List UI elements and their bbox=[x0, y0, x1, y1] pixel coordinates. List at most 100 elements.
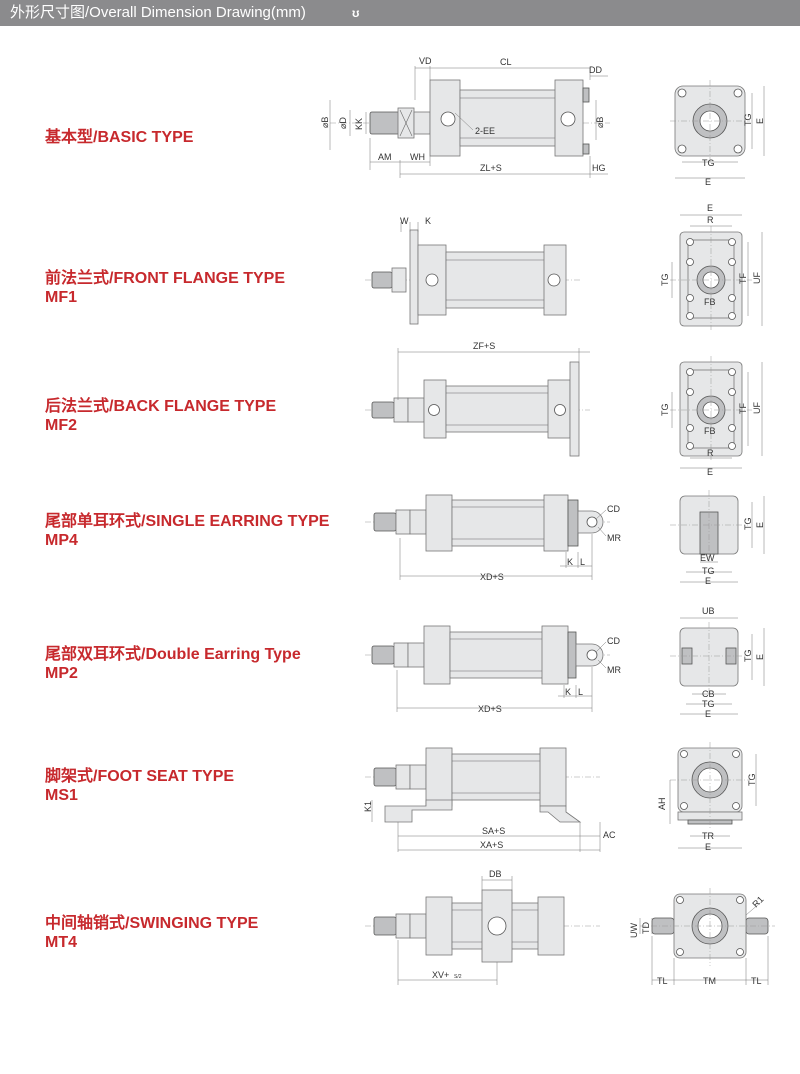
dim-tl-right: TL bbox=[751, 976, 762, 986]
section-code: MP4 bbox=[45, 532, 78, 549]
dim-tl-left: TL bbox=[657, 976, 668, 986]
header-mark-icon: ʊ bbox=[352, 6, 360, 20]
dim-uw: UW bbox=[629, 923, 639, 938]
dim-ub: UB bbox=[702, 606, 715, 616]
header-title: 外形尺寸图/Overall Dimension Drawing(mm) bbox=[10, 4, 306, 21]
section-title: 中间轴销式/SWINGING TYPE bbox=[45, 915, 259, 932]
section-title: 尾部双耳环式/Double Earring Type bbox=[45, 646, 301, 663]
mp4-side-view: CD MR K L XD+S bbox=[365, 494, 621, 582]
mf1-end-view: E R TG TF UF FB bbox=[660, 203, 763, 330]
ms1-side-view: K1 SA+S AC XA+S bbox=[363, 747, 616, 852]
dim-dd: DD bbox=[589, 65, 602, 75]
dim-w: W bbox=[400, 216, 409, 226]
dim-xd: XD+S bbox=[478, 704, 502, 714]
dim-xd: XD+S bbox=[480, 572, 504, 582]
dim-tg-h: TG bbox=[702, 566, 715, 576]
dim-l: L bbox=[578, 687, 583, 697]
dim-ee: 2-EE bbox=[475, 126, 495, 136]
mt4-side-view: DB XV+ S/2 bbox=[365, 869, 600, 985]
dim-tg-h: TG bbox=[702, 158, 715, 168]
dim-ah: AH bbox=[657, 797, 667, 810]
dim-zl: ZL+S bbox=[480, 163, 502, 173]
section-title: 脚架式/FOOT SEAT TYPE bbox=[45, 768, 235, 785]
dim-b: ⌀B bbox=[320, 117, 330, 128]
mf1-side-view: W K bbox=[365, 216, 580, 325]
section-label-mp2: 尾部双耳环式/Double Earring Type MP2 bbox=[45, 645, 301, 683]
dim-e-h: E bbox=[705, 576, 711, 586]
mf2-end-view: TG TF UF FB R E bbox=[660, 356, 763, 477]
dim-tg-v: TG bbox=[743, 114, 753, 127]
mp2-side-view: CD MR K L XD+S bbox=[365, 625, 621, 714]
dim-xv-sub: S/2 bbox=[454, 974, 462, 980]
dim-k: K bbox=[565, 687, 571, 697]
section-label-basic: 基本型/BASIC TYPE bbox=[45, 128, 193, 147]
mt4-end-view: UW TD R1 TL TM TL bbox=[629, 888, 775, 986]
dim-hg: HG bbox=[592, 163, 606, 173]
dim-tg-v: TG bbox=[743, 650, 753, 663]
dim-l: L bbox=[580, 557, 585, 567]
dim-uf: UF bbox=[752, 272, 762, 284]
dim-e: E bbox=[707, 467, 713, 477]
dim-tr: TR bbox=[702, 831, 714, 841]
dim-db: DB bbox=[489, 869, 502, 879]
ms1-end-view: AH TG TR E bbox=[657, 742, 757, 852]
dim-zf: ZF+S bbox=[473, 341, 495, 351]
dim-mr: MR bbox=[607, 665, 621, 675]
dim-fb: FB bbox=[704, 426, 716, 436]
section-label-mf1: 前法兰式/FRONT FLANGE TYPE MF1 bbox=[45, 269, 285, 307]
dim-ac: AC bbox=[603, 830, 616, 840]
dim-e-h: E bbox=[705, 177, 711, 187]
dim-fb: FB bbox=[704, 297, 716, 307]
section-label-mf2: 后法兰式/BACK FLANGE TYPE MF2 bbox=[45, 397, 276, 435]
dim-cd: CD bbox=[607, 504, 620, 514]
dim-tm: TM bbox=[703, 976, 716, 986]
section-code: MF1 bbox=[45, 289, 77, 306]
dim-tg: TG bbox=[747, 774, 757, 787]
dim-tf: TF bbox=[738, 403, 748, 414]
dim-r1: R1 bbox=[750, 894, 765, 909]
dim-k: K bbox=[425, 216, 431, 226]
basic-side-view: VD CL DD ⌀B ⌀D KK 2-EE ⌀B AM WH ZL+S HG bbox=[320, 56, 610, 178]
mp2-end-view: UB TG E CB TG E bbox=[670, 606, 765, 719]
section-title: 基本型/BASIC TYPE bbox=[45, 129, 194, 146]
dim-cl: CL bbox=[500, 57, 512, 67]
dim-e-v: E bbox=[755, 522, 765, 528]
dim-cb: CB bbox=[702, 689, 715, 699]
section-title: 尾部单耳环式/SINGLE EARRING TYPE bbox=[45, 513, 330, 530]
dim-am: AM bbox=[378, 152, 392, 162]
dim-tg: TG bbox=[660, 404, 670, 417]
mp4-end-view: TG E EW TG E bbox=[670, 490, 765, 586]
page-header: 外形尺寸图/Overall Dimension Drawing(mm) ʊ bbox=[0, 0, 800, 26]
dim-tf: TF bbox=[738, 273, 748, 284]
section-code: MF2 bbox=[45, 417, 77, 434]
dim-cd: CD bbox=[607, 636, 620, 646]
dim-tg: TG bbox=[660, 274, 670, 287]
dim-r: R bbox=[707, 215, 714, 225]
dim-e-v: E bbox=[755, 118, 765, 124]
basic-end-view: TG E TG E bbox=[670, 80, 765, 187]
dim-xv: XV+ bbox=[432, 970, 449, 980]
section-code: MP2 bbox=[45, 665, 78, 682]
dim-b-rear: ⌀B bbox=[595, 117, 605, 128]
dim-e-v: E bbox=[755, 654, 765, 660]
section-label-ms1: 脚架式/FOOT SEAT TYPE MS1 bbox=[45, 767, 234, 805]
dim-k1: K1 bbox=[363, 801, 373, 812]
dim-d: ⌀D bbox=[338, 117, 348, 129]
section-code: MS1 bbox=[45, 787, 78, 804]
dim-k: K bbox=[567, 557, 573, 567]
dim-wh: WH bbox=[410, 152, 425, 162]
dim-tg-v: TG bbox=[743, 518, 753, 531]
section-title: 前法兰式/FRONT FLANGE TYPE bbox=[45, 270, 286, 287]
section-code: MT4 bbox=[45, 934, 77, 951]
dim-kk: KK bbox=[354, 118, 364, 130]
section-title: 后法兰式/BACK FLANGE TYPE bbox=[45, 398, 277, 415]
dim-e: E bbox=[705, 842, 711, 852]
dim-e-h: E bbox=[705, 709, 711, 719]
dim-td: TD bbox=[641, 922, 651, 934]
dim-ew: EW bbox=[700, 553, 715, 563]
dim-mr: MR bbox=[607, 533, 621, 543]
dim-uf: UF bbox=[752, 402, 762, 414]
section-label-mp4: 尾部单耳环式/SINGLE EARRING TYPE MP4 bbox=[45, 512, 329, 550]
dim-tg-h: TG bbox=[702, 699, 715, 709]
